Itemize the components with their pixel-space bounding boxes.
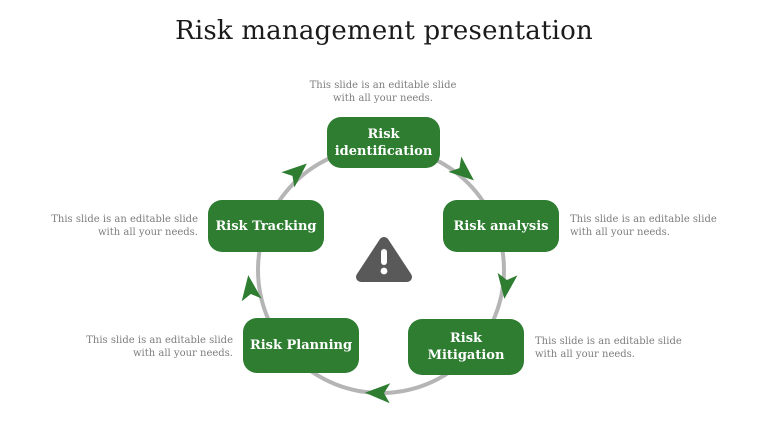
step-label: Risk identification [334,126,433,159]
step-caption-risk-planning: This slide is an editable slide with all… [86,335,233,359]
arrow-tracking-to-identification-icon [281,163,307,188]
step-box-risk-identification: Risk identification [327,117,440,168]
arrow-planning-to-tracking-icon [241,275,262,302]
step-caption-risk-tracking: This slide is an editable slide with all… [51,214,198,238]
flow-arrows [241,156,518,404]
warning-icon [356,237,412,282]
slide-title: Risk management presentation [175,16,593,46]
step-box-risk-mitigation: Risk Mitigation [408,319,524,375]
arrow-identification-to-analysis-icon [448,156,474,181]
arrow-analysis-to-mitigation-icon [497,272,518,299]
step-box-risk-analysis: Risk analysis [443,200,559,252]
arrow-mitigation-to-planning-icon [365,383,391,404]
step-label: Risk Tracking [215,218,317,234]
step-box-risk-tracking: Risk Tracking [208,200,324,252]
step-label: Risk Mitigation [427,331,505,363]
step-caption-risk-mitigation: This slide is an editable slide with all… [535,336,682,360]
step-label: Risk Planning [249,338,353,353]
step-caption-risk-analysis: This slide is an editable slide with all… [570,214,717,238]
step-caption-risk-identification: This slide is an editable slide with all… [309,80,457,104]
step-label: Risk analysis [453,218,549,234]
step-box-risk-planning: Risk Planning [243,318,359,373]
